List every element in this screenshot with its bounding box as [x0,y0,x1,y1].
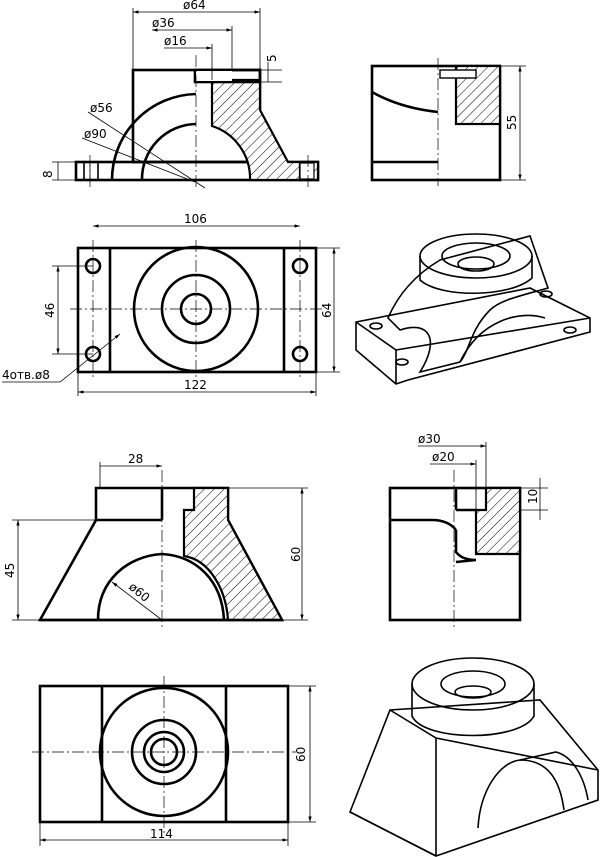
dim-h55: 55 [505,115,519,130]
part1-side-view: 55 [370,58,526,186]
part1-front-view: ø64 ø36 ø16 5 ø56 ø90 8 [41,0,320,190]
dim-holes: 4отв.ø8 [2,368,50,382]
part2-top-view: 114 60 [32,676,316,846]
dim-d64: ø64 [183,0,206,12]
dim-w28: 28 [128,452,143,466]
outer-arc [110,92,197,181]
bore-top [193,68,262,84]
part1-top-view: 106 122 46 64 4отв.ø8 [2,212,340,396]
dim-w106: 106 [184,212,207,226]
dim-h46: 46 [43,303,57,318]
dim-w122: 122 [184,378,207,392]
dim-d60: ø60 [126,580,152,605]
inner-arc [140,122,197,181]
part2-front-view: 28 45 60 ø60 [3,452,308,628]
dim-h5: 5 [265,54,279,62]
dim-h60-front: 60 [289,547,303,562]
dim-d30: ø30 [418,432,441,446]
part2-isometric [348,657,599,857]
part2-side-hatch [474,486,522,556]
top-outline [76,246,318,374]
part1-isometric [355,233,591,385]
dim-w114: 114 [150,827,173,841]
dim-h8: 8 [41,170,55,178]
part2-section-hatch [182,486,284,622]
base-hole-left [83,161,99,181]
dim-h60-top: 60 [294,747,308,762]
dim-d56: ø56 [90,101,113,115]
dim-h10: 10 [526,489,540,504]
dim-h45: 45 [3,563,17,578]
mount-hole-tr [291,257,309,275]
dim-h64: 64 [320,303,334,318]
dim-d20: ø20 [432,450,455,464]
dim-d36: ø36 [152,16,175,30]
dim-d90: ø90 [84,127,107,141]
side-curve [371,90,439,114]
part2-side-view: ø30 ø20 10 [388,432,548,628]
dim-d16: ø16 [164,34,187,48]
